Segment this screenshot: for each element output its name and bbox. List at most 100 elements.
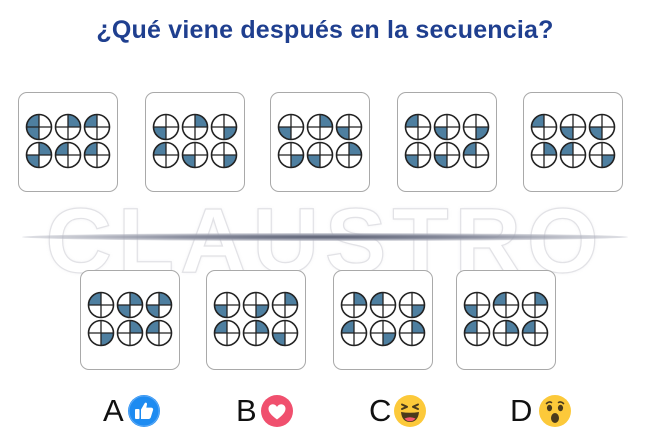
circle-1 (530, 113, 558, 141)
circle-5 (369, 319, 397, 347)
shaded-quadrant (84, 142, 97, 155)
circle-1 (404, 113, 432, 141)
circle-2 (54, 113, 82, 141)
shaded-quadrant (159, 292, 172, 305)
circle-6 (462, 141, 490, 169)
circle-1 (87, 291, 115, 319)
circle-5 (181, 141, 209, 169)
shaded-quadrant (256, 320, 269, 333)
sequence-card-4 (397, 92, 497, 192)
thumbs-up-icon (127, 394, 161, 433)
shaded-quadrant (101, 333, 114, 346)
shaded-quadrant (84, 114, 97, 127)
circle-1 (463, 291, 491, 319)
circle-4 (25, 141, 53, 169)
circle-3 (271, 291, 299, 319)
shaded-quadrant (26, 155, 39, 168)
circle-3 (83, 113, 111, 141)
circle-4 (152, 141, 180, 169)
shaded-quadrant (544, 142, 557, 155)
shaded-quadrant (307, 155, 320, 168)
circle-6 (335, 141, 363, 169)
shaded-quadrant (26, 114, 39, 127)
circle-5 (306, 141, 334, 169)
option-card-c[interactable] (333, 270, 433, 370)
circle-4 (213, 319, 241, 347)
shaded-quadrant (476, 127, 489, 140)
circle-2 (369, 291, 397, 319)
circle-1 (25, 113, 53, 141)
shaded-quadrant (272, 333, 285, 346)
shaded-quadrant (405, 155, 418, 168)
shaded-quadrant (336, 127, 349, 140)
circle-3 (210, 113, 238, 141)
circle-6 (398, 319, 426, 347)
circle-6 (210, 141, 238, 169)
circle-3 (335, 113, 363, 141)
option-card-b[interactable] (206, 270, 306, 370)
shaded-quadrant (146, 305, 159, 318)
choice-a-letter: A (103, 393, 124, 428)
shaded-quadrant (383, 333, 396, 346)
shaded-quadrant (224, 155, 237, 168)
choice-b[interactable]: B (236, 393, 302, 429)
circle-4 (277, 141, 305, 169)
choice-c[interactable]: C (369, 393, 435, 429)
surprised-face-icon (538, 394, 572, 433)
shaded-quadrant (291, 155, 304, 168)
shaded-quadrant (256, 305, 269, 318)
circle-4 (530, 141, 558, 169)
shaded-quadrant (434, 155, 447, 168)
circle-3 (398, 291, 426, 319)
shaded-quadrant (405, 114, 418, 127)
circle-1 (340, 291, 368, 319)
shaded-quadrant (320, 114, 333, 127)
shaded-quadrant (535, 292, 548, 305)
circle-2 (242, 291, 270, 319)
shaded-quadrant (349, 142, 362, 155)
circle-3 (145, 291, 173, 319)
circle-2 (306, 113, 334, 141)
shaded-quadrant (88, 292, 101, 305)
circle-4 (404, 141, 432, 169)
circle-6 (588, 141, 616, 169)
shaded-quadrant (464, 305, 477, 318)
sequence-card-1 (18, 92, 118, 192)
circle-5 (116, 319, 144, 347)
shaded-quadrant (412, 320, 425, 333)
shaded-quadrant (506, 320, 519, 333)
shaded-quadrant (153, 142, 166, 155)
circle-4 (463, 319, 491, 347)
shaded-quadrant (560, 142, 573, 155)
circle-4 (87, 319, 115, 347)
shaded-quadrant (370, 292, 383, 305)
shaded-quadrant (434, 127, 447, 140)
choice-d-letter: D (510, 393, 533, 428)
shaded-quadrant (130, 292, 143, 305)
circle-3 (588, 113, 616, 141)
circle-3 (521, 291, 549, 319)
divider-line (22, 233, 628, 241)
shaded-quadrant (354, 292, 367, 305)
shaded-quadrant (26, 127, 39, 140)
circle-3 (462, 113, 490, 141)
page-title: ¿Qué viene después en la secuencia? (96, 16, 554, 44)
option-card-d[interactable] (456, 270, 556, 370)
shaded-quadrant (278, 127, 291, 140)
choice-d[interactable]: D (510, 393, 576, 429)
circle-6 (271, 319, 299, 347)
shaded-quadrant (130, 320, 143, 333)
shaded-quadrant (39, 142, 52, 155)
circle-6 (521, 319, 549, 347)
choice-a[interactable]: A (103, 393, 169, 429)
shaded-quadrant (214, 305, 227, 318)
option-card-a[interactable] (80, 270, 180, 370)
circle-6 (145, 319, 173, 347)
sequence-card-2 (145, 92, 245, 192)
circle-1 (277, 113, 305, 141)
sequence-card-3 (270, 92, 370, 192)
shaded-quadrant (589, 127, 602, 140)
circle-1 (213, 291, 241, 319)
shaded-quadrant (464, 320, 477, 333)
shaded-quadrant (560, 127, 573, 140)
